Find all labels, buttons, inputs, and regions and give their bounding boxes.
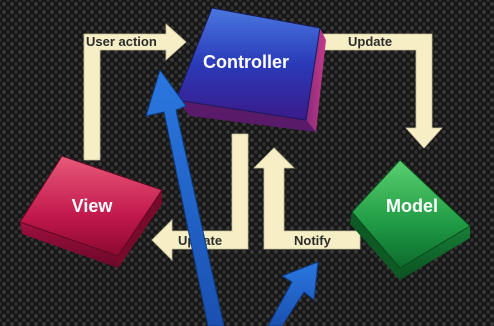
view-side	[118, 190, 162, 268]
model-top	[351, 159, 471, 269]
controller-top	[175, 7, 321, 121]
label-user-action: User action	[86, 34, 157, 49]
controller-box: Controller	[175, 7, 326, 132]
blue-arrow-controller	[145, 68, 225, 326]
label-update-model: Update	[348, 34, 392, 49]
arrow-notify	[253, 147, 361, 250]
model-side-left	[350, 212, 400, 280]
arrow-update-model	[317, 33, 443, 149]
highlight-arrows	[145, 68, 319, 326]
blue-arrow-notify	[267, 261, 319, 326]
model-box: Model	[350, 159, 471, 280]
view-label: View	[72, 196, 114, 216]
model-label: Model	[386, 196, 438, 216]
label-notify: Notify	[294, 233, 332, 248]
controller-label: Controller	[203, 52, 289, 72]
controller-bottom	[176, 100, 316, 132]
controller-side	[306, 28, 326, 132]
arrow-user-action	[83, 23, 187, 161]
view-box: View	[19, 155, 163, 268]
model-bottom	[400, 226, 470, 280]
view-bottom	[20, 222, 118, 268]
view-top	[19, 155, 163, 257]
